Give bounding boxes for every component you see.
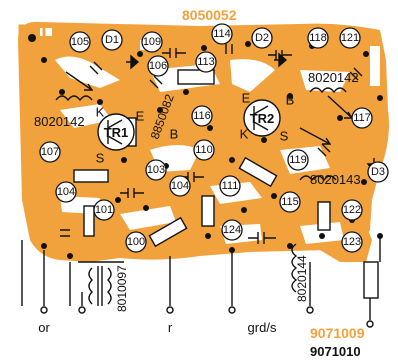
- part-111: 111: [219, 175, 241, 197]
- svg-text:104: 104: [57, 186, 75, 198]
- part-121: 121: [339, 27, 361, 49]
- part-codes: 8050052 8020142 8020142 8020143 8850082 …: [34, 7, 365, 359]
- tr1-pin-e: E: [136, 109, 145, 124]
- part-124: 124: [221, 219, 243, 241]
- tr1-pin-s: S: [96, 151, 105, 166]
- svg-text:114: 114: [213, 28, 231, 40]
- part-116: 116: [191, 105, 213, 127]
- svg-text:109: 109: [143, 36, 161, 48]
- coil-right2-code: 8020143: [310, 172, 361, 187]
- terminal-grd: grd/s: [248, 320, 277, 335]
- svg-text:110: 110: [195, 144, 213, 156]
- part-d2: D2: [251, 27, 273, 49]
- part-122: 122: [341, 199, 363, 221]
- svg-text:111: 111: [222, 180, 239, 192]
- components: [55, 44, 382, 306]
- svg-text:104: 104: [171, 180, 189, 192]
- board-code-top: 8050052: [182, 7, 237, 23]
- svg-text:115: 115: [281, 196, 299, 208]
- part-118: 118: [307, 27, 329, 49]
- svg-text:117: 117: [353, 112, 371, 124]
- svg-text:123: 123: [343, 236, 361, 248]
- part-104: 104: [169, 175, 191, 197]
- part-labels: 105 D1 109 114 D2 118 121 106 113 116 11…: [39, 23, 389, 253]
- svg-text:D1: D1: [105, 34, 119, 46]
- svg-text:116: 116: [193, 110, 211, 122]
- svg-text:103: 103: [147, 164, 165, 176]
- part-110: 110: [193, 139, 215, 161]
- part-103: 103: [145, 159, 167, 181]
- terminal-r: r: [168, 320, 173, 335]
- transistor-labels: TR1 TR2 E K S E B K S B: [96, 91, 295, 166]
- part-d3: D3: [367, 161, 389, 183]
- svg-text:121: 121: [341, 32, 359, 44]
- part-113: 113: [195, 51, 217, 73]
- tr2-pin-e: E: [242, 91, 251, 106]
- tr2-pin-s: S: [280, 129, 289, 144]
- part-100: 100: [125, 231, 147, 253]
- tr1-pin-k: K: [96, 105, 105, 120]
- terminal-pads: [40, 306, 374, 328]
- tr2-pin-k: K: [240, 127, 249, 142]
- part-107: 107: [39, 141, 61, 163]
- terminal-labels: or r grd/s: [38, 320, 277, 335]
- part-123: 123: [341, 231, 363, 253]
- svg-text:105: 105: [71, 36, 89, 48]
- svg-text:124: 124: [223, 224, 241, 236]
- part-106: 106: [147, 55, 169, 77]
- svg-text:113: 113: [197, 56, 215, 68]
- svg-text:101: 101: [95, 204, 113, 216]
- part-d1: D1: [101, 29, 123, 51]
- tr1-label: TR1: [104, 125, 129, 140]
- part-109: 109: [141, 31, 163, 53]
- terminal-or: or: [38, 320, 50, 335]
- part-117: 117: [351, 107, 373, 129]
- svg-text:106: 106: [149, 60, 167, 72]
- svg-text:122: 122: [343, 204, 361, 216]
- mid-pin-b: B: [170, 127, 179, 142]
- tr2-pin-b: B: [286, 93, 295, 108]
- svg-text:100: 100: [127, 236, 145, 248]
- tr2-label: TR2: [250, 111, 275, 126]
- corner-marker: [18, 24, 46, 52]
- coil-right-code: 8020142: [308, 70, 359, 85]
- part-115: 115: [279, 191, 301, 213]
- part-101: 101: [93, 199, 115, 221]
- vert-left-code: 8010097: [115, 265, 129, 312]
- part-119: 119: [287, 149, 309, 171]
- svg-text:118: 118: [309, 32, 327, 44]
- part-114: 114: [211, 23, 233, 45]
- svg-text:107: 107: [41, 146, 59, 158]
- part-105: 105: [69, 31, 91, 53]
- svg-text:119: 119: [289, 154, 307, 166]
- board-code-bottom-black: 9071010: [310, 344, 361, 359]
- coil-left-code: 8020142: [34, 114, 85, 129]
- svg-text:D2: D2: [255, 32, 269, 44]
- vert-bottom-code: 8020144: [295, 255, 309, 302]
- svg-text:D3: D3: [371, 166, 385, 178]
- leads: [21, 238, 381, 320]
- board-code-bottom-orange: 9071009: [310, 325, 365, 341]
- part-104b: 104: [55, 181, 77, 203]
